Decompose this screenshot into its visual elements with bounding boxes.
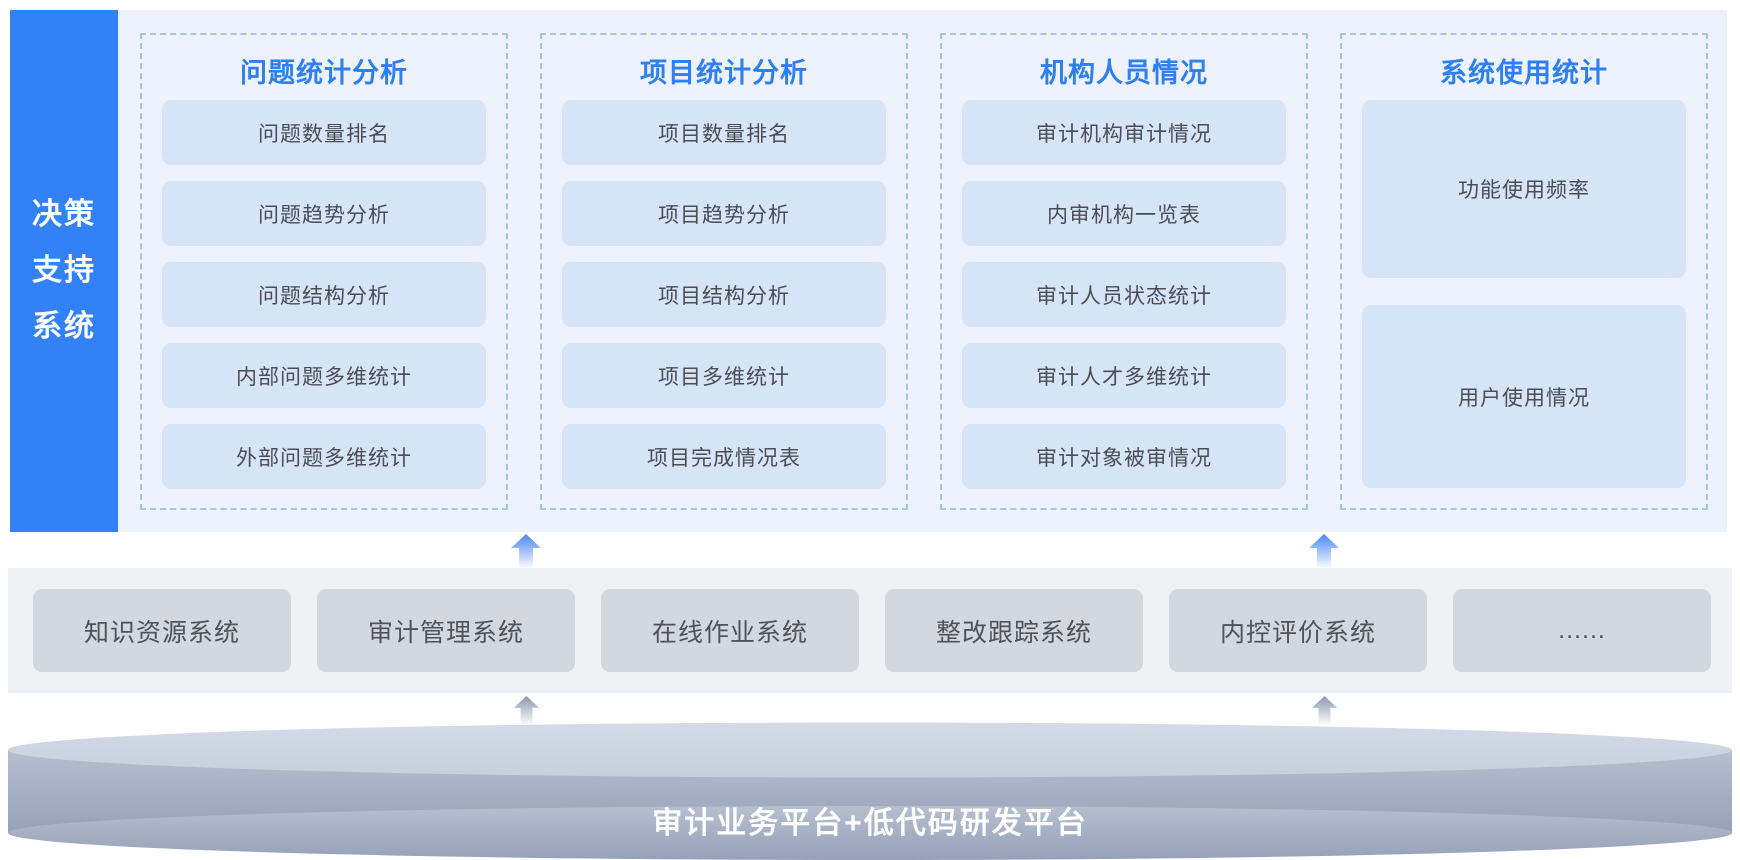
stat-item: 审计人员状态统计	[962, 262, 1286, 327]
column-items: 问题数量排名 问题趋势分析 问题结构分析 内部问题多维统计 外部问题多维统计	[162, 100, 486, 489]
system-box: 在线作业系统	[601, 589, 859, 672]
decision-support-sidebar: 决策 支持 系统	[10, 10, 118, 532]
stat-item: 项目多维统计	[562, 343, 886, 408]
up-arrow-icon	[511, 534, 541, 567]
column-problem-stats: 问题统计分析 问题数量排名 问题趋势分析 问题结构分析 内部问题多维统计 外部问…	[140, 33, 508, 510]
system-box: 审计管理系统	[317, 589, 575, 672]
sidebar-title-line: 系统	[32, 310, 96, 343]
stat-item: 功能使用频率	[1362, 100, 1686, 278]
up-arrow-icon	[1311, 696, 1338, 724]
sidebar-title-line: 决策	[32, 198, 96, 231]
system-box: 知识资源系统	[33, 589, 291, 672]
sidebar-title-line: 支持	[32, 254, 96, 287]
stat-item: 项目数量排名	[562, 100, 886, 165]
platform-title: 审计业务平台+低代码研发平台	[652, 807, 1088, 840]
column-title: 机构人员情况	[1040, 58, 1208, 88]
column-system-usage: 系统使用统计 功能使用频率 用户使用情况	[1340, 33, 1708, 510]
stat-item: 用户使用情况	[1362, 305, 1686, 488]
stat-item: 审计对象被审情况	[962, 424, 1286, 489]
stat-item: 内审机构一览表	[962, 181, 1286, 246]
stat-item: 项目结构分析	[562, 262, 886, 327]
stat-item: 问题数量排名	[162, 100, 486, 165]
stat-item: 问题结构分析	[162, 262, 486, 327]
stat-item: 项目完成情况表	[562, 424, 886, 489]
platform-cylinder	[8, 722, 1732, 860]
system-box: 内控评价系统	[1169, 589, 1427, 672]
up-arrow-icon	[1309, 534, 1339, 567]
column-title: 项目统计分析	[640, 58, 808, 88]
column-title: 问题统计分析	[240, 58, 408, 88]
stat-item: 项目趋势分析	[562, 181, 886, 246]
column-items: 审计机构审计情况 内审机构一览表 审计人员状态统计 审计人才多维统计 审计对象被…	[962, 100, 1286, 489]
stat-item: 外部问题多维统计	[162, 424, 486, 489]
column-title: 系统使用统计	[1440, 58, 1608, 88]
stat-item: 问题趋势分析	[162, 181, 486, 246]
column-project-stats: 项目统计分析 项目数量排名 项目趋势分析 项目结构分析 项目多维统计 项目完成情…	[540, 33, 908, 510]
column-items: 功能使用频率 用户使用情况	[1362, 100, 1686, 488]
column-org-personnel: 机构人员情况 审计机构审计情况 内审机构一览表 审计人员状态统计 审计人才多维统…	[940, 33, 1308, 510]
decision-support-panel: 问题统计分析 问题数量排名 问题趋势分析 问题结构分析 内部问题多维统计 外部问…	[118, 10, 1727, 532]
stat-item: 内部问题多维统计	[162, 343, 486, 408]
up-arrow-icon	[513, 696, 540, 724]
system-box: 整改跟踪系统	[885, 589, 1143, 672]
system-box: ......	[1453, 589, 1711, 672]
stat-item: 审计机构审计情况	[962, 100, 1286, 165]
business-systems-band: 知识资源系统 审计管理系统 在线作业系统 整改跟踪系统 内控评价系统 .....…	[8, 568, 1732, 693]
column-items: 项目数量排名 项目趋势分析 项目结构分析 项目多维统计 项目完成情况表	[562, 100, 886, 489]
stat-item: 审计人才多维统计	[962, 343, 1286, 408]
